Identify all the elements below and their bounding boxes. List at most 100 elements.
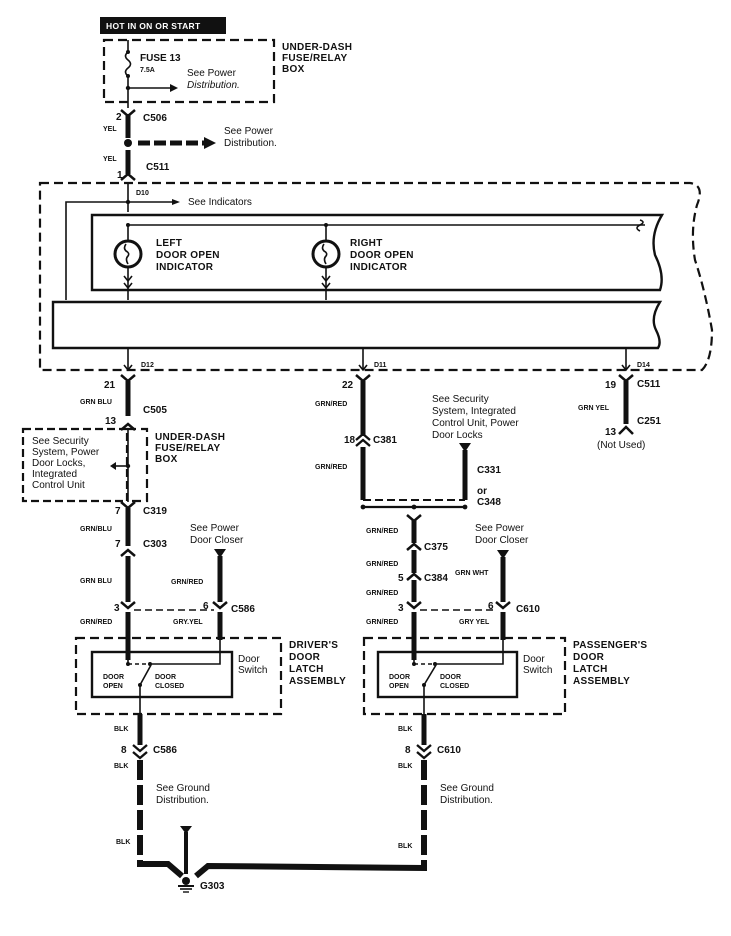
c251-pin: 13 [605,427,617,438]
driver-door-open-line2: OPEN [103,683,123,690]
d11-label: D11 [374,362,387,369]
ground-left-wire-color: BLK [116,839,130,846]
right-indicator-line2: DOOR OPEN [350,250,414,261]
grn-yel-wire-color: GRN YEL [578,405,610,412]
under-dash-title-line1: UNDER-DASH [155,432,225,443]
under-dash-note-line3: Door Locks, [32,458,85,469]
c505-bottom-pin: 13 [105,416,117,427]
right-bulb-filament-icon [321,243,328,265]
passenger-connector-label: C610 [437,745,461,756]
c331-label: C331 [477,465,501,476]
gauge-assembly-outline [38,181,714,372]
see-indicators-note: See Indicators [188,197,252,208]
fuse-name: FUSE 13 [140,53,181,64]
under-dash-note-line5: Control Unit [32,480,85,491]
left-indicator-line1: LEFT [156,238,182,249]
c506-label: C506 [143,113,167,124]
fuse-box-title-line1: UNDER-DASH [282,42,352,53]
c511-right-label: C511 [637,379,661,390]
fuse-box-title-line3: BOX [282,64,305,75]
c381-pin: 18 [344,435,356,446]
arrow-down-icon [358,364,368,372]
c506-wire-color: YEL [103,126,117,133]
c384-label: C384 [424,573,448,584]
wire4-color: GRN/RED [80,619,112,626]
wire3-color: GRN BLU [80,578,112,585]
c511-connector-icon [120,172,136,181]
power-header: HOT IN ON OR START [100,17,226,34]
c610-right-connector-icon [495,601,511,610]
c381-top-connector-icon [355,374,371,383]
right-wire2-color: GRN/RED [366,561,398,568]
c381-top-pin: 22 [342,380,354,391]
c303-connector-icon [120,548,136,557]
c319-pin: 7 [115,506,121,517]
right-indicator-connector-icon [321,275,331,290]
joint-node-center [411,504,417,510]
c319-label: C319 [143,506,167,517]
driver-switch-label-line2: Switch [238,665,267,676]
arrow-right-icon [172,199,180,205]
driver-door-closed-line2: CLOSED [155,683,184,690]
control-unit-panel [51,300,663,350]
under-dash-note-line2: System, Power [32,447,100,458]
driver-ground-note-line1: See Ground [156,783,210,794]
c303-pin: 7 [115,539,121,550]
ground-wire-left [137,861,184,879]
wire5-color: GRY.YEL [173,619,203,626]
ground-right-wire-color: BLK [398,843,412,850]
c375-label: C375 [424,542,448,553]
fuse-box-outline [102,38,276,104]
closer-note-line2: Door Closer [190,535,244,546]
passenger-connector-pin: 8 [405,745,411,756]
right-wire5-color: GRY YEL [459,619,490,626]
passenger-door-open-line1: DOOR [389,674,410,681]
passenger-latch-title-line4: ASSEMBLY [573,676,630,687]
left-indicator-line2: DOOR OPEN [156,250,220,261]
c251-connector-icon [618,425,634,435]
under-dash-title-line3: BOX [155,454,178,465]
under-dash-note-line1: See Security [32,436,89,447]
driver-door-switch-box [90,650,234,699]
fuse-note-line2: Distribution. [187,80,240,91]
or-label: or [477,486,487,497]
power-label: HOT IN ON OR START [106,21,201,31]
d10-label: D10 [136,190,149,197]
c586-left-pin: 3 [114,603,120,614]
c586-right-connector-icon [212,601,228,610]
driver-door-open-line1: DOOR [103,674,124,681]
right-closer-note-line1: See Power [475,523,525,534]
c511-pin: 1 [117,170,123,181]
passenger-door-closed-line1: DOOR [440,674,461,681]
passenger-latch-title-line1: PASSENGER'S [573,640,647,651]
middle-wire2-color: GRN/RED [315,464,347,471]
c511-right-connector-icon [618,374,634,383]
left-indicator-connector-icon [123,275,133,290]
driver-latch-title-line4: ASSEMBLY [289,676,346,687]
passenger-ground-note-line1: See Ground [440,783,494,794]
left-indicator-line3: INDICATOR [156,262,214,273]
middle-branch: 22 GRN/RED 18 C381 GRN/RED See Security … [315,374,519,510]
driver-latch-assembly: DRIVER'S DOOR LATCH ASSEMBLY Door Switch… [74,636,346,862]
c348-label: C348 [477,497,501,508]
passenger-door-closed-line2: CLOSED [440,683,469,690]
c375-connector-icon [406,542,422,551]
driver-closed-lead [150,640,221,665]
c381-connector-icon [355,432,371,447]
security-note-line2: System, Integrated [432,406,516,417]
driver-ground-note-line2: Distribution. [156,795,209,806]
right-wire4-color: GRN/RED [366,619,398,626]
closer-note-line1: See Power [190,523,240,534]
left-bulb-filament-icon [123,243,130,265]
fuse-rating: 7.5A [140,67,155,74]
arrow-right-icon [170,84,178,92]
c505-label: C505 [143,405,167,416]
not-used-label: (Not Used) [597,440,645,451]
passenger-switch-label-line1: Door [523,654,545,665]
far-right-branch: 19 C511 GRN YEL C251 13 (Not Used) [578,374,661,451]
splice-note-line1: See Power [224,126,274,137]
passenger-latch-title-line3: LATCH [573,664,608,675]
passenger-blk-top: BLK [398,726,412,733]
passenger-latch-outline [362,636,567,716]
